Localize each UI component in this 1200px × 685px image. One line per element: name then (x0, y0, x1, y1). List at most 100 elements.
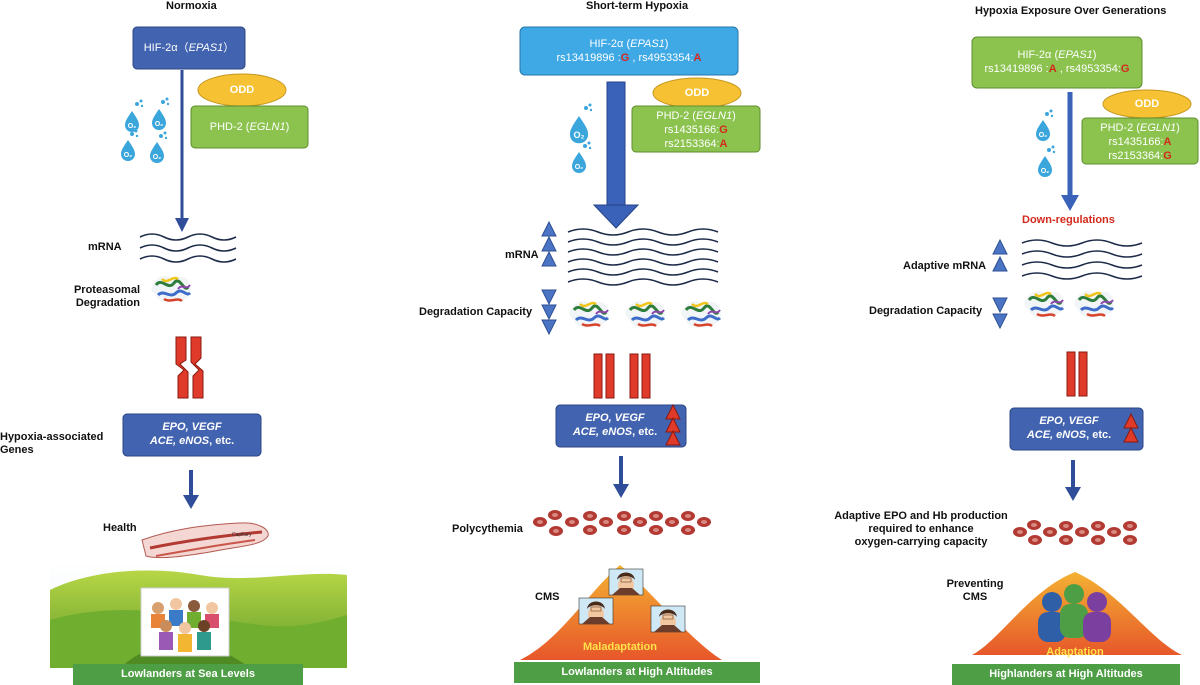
red-bars-generations (1066, 351, 1088, 397)
phd-box-generations (1081, 117, 1199, 165)
phd-snp2-id: rs2153364: (664, 138, 720, 150)
hif-label-prefix: HIF-2α ( (589, 38, 631, 50)
up-arrow-icon (992, 256, 1008, 272)
hif-gene-name: EPAS1 (630, 38, 665, 50)
sick-person-icon (650, 605, 686, 633)
panel-generations (971, 36, 1199, 655)
degradation-label-short-term: Degradation Capacity (419, 306, 533, 318)
down-arrow-icon (992, 313, 1008, 329)
oxygen-drop-icon (125, 111, 139, 132)
genes-line2-italic: ACE, eNOS (149, 435, 210, 447)
genes-line2-italic: ACE, eNOS (572, 426, 633, 438)
degradation-down-arrows-generations (992, 297, 1008, 329)
hif-snp1-id: rs13419896 : (984, 63, 1049, 75)
phd-gene-name: EGLN1 (1139, 122, 1177, 134)
oxygen-drop-icon (121, 140, 135, 161)
protein-structure-icon (679, 299, 723, 329)
phd-box-normoxia (190, 105, 309, 149)
phd-label-suffix: ) (285, 121, 290, 133)
up-arrow-icon (541, 221, 557, 237)
phd-label-suffix: ) (732, 110, 736, 122)
down-arrow-icon (613, 484, 629, 498)
phd-snp2-allele: G (1163, 150, 1172, 162)
oxygen-drop-icon (1036, 120, 1050, 141)
phd-snp1-allele: G (719, 124, 728, 136)
footer-short-term: Lowlanders at High Altitudes (514, 662, 760, 683)
footer-generations: Highlanders at High Altitudes (952, 664, 1180, 685)
odd-label-normoxia: ODD (229, 84, 255, 96)
condition-label-short-term: CMS (535, 591, 560, 603)
phd-label-generations: PHD-2 (EGLN1) rs1435166:A rs2153364:G (1082, 121, 1198, 163)
phd-label-suffix: ) (1176, 122, 1180, 134)
hif-label-short-term: HIF-2α (EPAS1) rs13419896 :G , rs4953354… (520, 37, 738, 65)
broken-red-bars-icon (175, 336, 204, 399)
genes-line1: EPO, VEGF (585, 412, 645, 424)
mrna-label-short-term: mRNA (505, 249, 539, 261)
panel-title-short-term: Short-term Hypoxia (586, 0, 689, 12)
hif-label-suffix: ） (223, 42, 235, 54)
genes-box-generations (1009, 407, 1144, 451)
hif-snp-separator: , (629, 52, 639, 64)
protein-structure-icon (1022, 289, 1066, 319)
hif-label-suffix: ) (1092, 49, 1097, 61)
genes-line2-rest: , etc. (1086, 429, 1112, 441)
mrna-label-generations: Adaptive mRNA (903, 260, 987, 272)
phd-label-prefix: PHD-2 ( (656, 110, 696, 122)
hif-snp1-allele: G (620, 52, 630, 64)
red-bars-short-term (593, 353, 651, 399)
mountain-label-generations: Adaptation (1046, 646, 1104, 658)
down-arrow-icon (541, 289, 557, 305)
genes-box-normoxia (122, 413, 262, 457)
down-arrow-icon (1061, 195, 1079, 211)
down-regulations-note: Down-regulations (1022, 214, 1115, 226)
condition-label-generations: Preventing CMS (946, 578, 1004, 603)
down-arrow-icon (992, 297, 1008, 313)
phd-gene-name: EGLN1 (695, 110, 733, 122)
down-arrow-icon (541, 304, 557, 320)
svg-text:Capillary: Capillary (232, 532, 252, 538)
hif-label-prefix: HIF-2α（ (143, 42, 189, 54)
hif-box-normoxia (132, 26, 246, 70)
hif-snp2-allele: G (1120, 63, 1130, 75)
up-arrow-icon (541, 251, 557, 267)
mrna-waves-generations (1021, 239, 1143, 280)
hif-snp2-allele: A (693, 52, 702, 64)
odd-label-generations: ODD (1134, 98, 1160, 110)
degradation-down-arrows (541, 289, 557, 335)
genes-line2-rest: , etc. (209, 435, 235, 447)
protein-structure-icon (623, 299, 667, 329)
phd-snp2-allele: A (719, 138, 728, 150)
mrna-label-normoxia: mRNA (88, 241, 122, 253)
panel-title-generations: Hypoxia Exposure Over Generations (975, 5, 1167, 17)
thick-down-arrow-short-term (592, 81, 640, 229)
hif-snp2-id: rs4953354: (638, 52, 694, 64)
panel-short-term-hypoxia (519, 26, 761, 660)
degradation-label-generations: Degradation Capacity (869, 305, 983, 317)
outcome-label-normoxia: Health (103, 522, 137, 534)
hif-snp1-allele: A (1048, 63, 1057, 75)
hif-label-prefix: HIF-2α ( (1017, 49, 1059, 61)
phd-label-short-term: PHD-2 (EGLN1) rs1435166:G rs2153364:A (632, 109, 760, 151)
panel-title-normoxia: Normoxia (166, 0, 217, 12)
up-arrow-icon (992, 239, 1008, 255)
down-arrow-icon (183, 495, 199, 509)
hif-label-suffix: ) (664, 38, 669, 50)
sick-person-icon (578, 597, 614, 625)
mountain-label-short-term: Maladaptation (583, 641, 657, 653)
footer-normoxia: Lowlanders at Sea Levels (73, 664, 303, 685)
mrna-waves-normoxia (139, 233, 237, 263)
sick-person-icon (608, 568, 644, 596)
genes-box-text-short-term: EPO, VEGF ACE, eNOS, etc. (556, 411, 674, 439)
degradation-label-normoxia: Proteasomal Degradation (73, 284, 140, 309)
phd-label-prefix: PHD-2 ( (209, 121, 250, 133)
phd-snp2-id: rs2153364: (1108, 150, 1164, 162)
phd-snp1-allele: A (1163, 136, 1172, 148)
mrna-up-arrows (541, 221, 557, 267)
protein-structure-icon (149, 274, 193, 304)
oxygen-drop-icon (150, 142, 164, 163)
genes-label-normoxia: Hypoxia-associated Genes (0, 431, 104, 456)
people-group-illustration (140, 587, 230, 657)
odd-label-short-term: ODD (684, 87, 710, 99)
oxygen-drop-icon (569, 116, 589, 144)
